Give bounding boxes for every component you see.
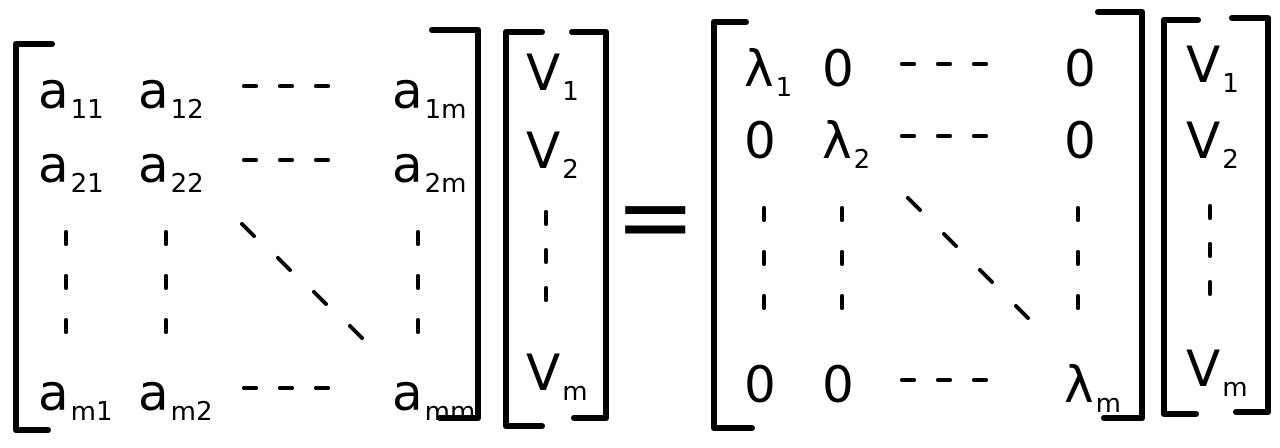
matrix-lambda-left-bracket bbox=[711, 19, 755, 431]
matrix-a-entry-r2-c2-subscript: 22 bbox=[171, 169, 204, 199]
matrix-a-entry-r4-c2: am2 bbox=[138, 364, 213, 427]
matrix-a-entry-r2-c1: a21 bbox=[38, 136, 104, 199]
vector-v-left-open-bracket bbox=[503, 29, 545, 429]
vector-v-left-entry-1-subscript: 1 bbox=[562, 77, 579, 107]
vector-v-right-entry-2-base: V bbox=[1186, 112, 1220, 170]
matrix-a-left-bracket bbox=[13, 41, 55, 433]
matrix-a-entry-r4-c2-base: a bbox=[138, 364, 169, 422]
matrix-lambda-entry-r1-c1: λ1 bbox=[744, 40, 792, 103]
matrix-lambda-entry-r2-c1: 0 bbox=[744, 112, 776, 170]
vector-v-left-entry-2-base: V bbox=[526, 122, 560, 180]
diag-dots-dash bbox=[276, 256, 292, 272]
matrix-a-entry-r4-c4-subscript: mm bbox=[425, 397, 476, 427]
diag-dots-dash bbox=[348, 324, 364, 340]
vector-v-left-entry-4-subscript: m bbox=[562, 377, 587, 407]
vector-v-right-brackets bbox=[1161, 15, 1271, 417]
diag-dots-dash bbox=[978, 268, 994, 284]
vector-v-left-close-bracket bbox=[569, 29, 609, 421]
matrix-a-entry-r1-c4-subscript: 1m bbox=[425, 95, 467, 125]
matrix-lambda-entry-r4-c1: 0 bbox=[744, 356, 776, 414]
matrix-lambda-entry-r2-c2-base: λ bbox=[822, 112, 852, 170]
vector-v-right-entry-1: V1 bbox=[1186, 36, 1239, 99]
vector-v-right-entry-4-base: V bbox=[1186, 340, 1220, 398]
matrix-a-entry-r2-c1-subscript: 21 bbox=[71, 169, 104, 199]
matrix-lambda-entry-r1-c2: 0 bbox=[822, 40, 854, 98]
matrix-lambda-entry-r1-c4-base: 0 bbox=[1064, 40, 1096, 98]
diag-dots-dash bbox=[1014, 304, 1030, 320]
vector-v-left-entry-1: V1 bbox=[526, 44, 579, 107]
matrix-a-entry-r1-c4-base: a bbox=[392, 62, 423, 120]
diag-dots bbox=[906, 196, 1030, 320]
matrix-a-entry-r2-c4: a2m bbox=[392, 136, 467, 199]
vector-v-left-entry-4-base: V bbox=[526, 344, 560, 402]
matrix-a-entry-r1-c4: a1m bbox=[392, 62, 467, 125]
matrix-a-entry-r2-c2: a22 bbox=[138, 136, 204, 199]
matrix-a-entry-r1-c2-base: a bbox=[138, 62, 169, 120]
matrix-lambda-entry-r2-c2: λ2 bbox=[822, 112, 870, 175]
matrix-lambda-entry-r1-c1-subscript: 1 bbox=[776, 73, 793, 103]
diag-dots-dash bbox=[906, 196, 922, 212]
vector-v-right-open-bracket bbox=[1161, 17, 1201, 417]
matrix-a-entry-r4-c2-subscript: m2 bbox=[171, 397, 213, 427]
matrix-lambda-entry-r2-c1-base: 0 bbox=[744, 112, 776, 170]
matrix-lambda-entry-r1-c1-base: λ bbox=[744, 40, 774, 98]
vector-v-right-entry-2-subscript: 2 bbox=[1222, 145, 1239, 175]
vector-v-left-entry-1-base: V bbox=[526, 44, 560, 102]
matrix-a-entry-r1-c2-subscript: 12 bbox=[171, 95, 204, 125]
matrix-a-right-bracket bbox=[429, 27, 481, 421]
matrix-a-entry-r4-c4-base: a bbox=[392, 364, 423, 422]
vector-v-right-entry-1-base: V bbox=[1186, 36, 1220, 94]
vector-v-right-entry-2: V2 bbox=[1186, 112, 1239, 175]
diag-dots-dash bbox=[312, 290, 328, 306]
matrix-lambda-entry-r4-c4: λm bbox=[1064, 356, 1121, 419]
vector-v-right-entry-4-subscript: m bbox=[1222, 373, 1247, 403]
matrix-lambda-entry-r4-c4-subscript: m bbox=[1096, 389, 1121, 419]
matrix-a-entry-r1-c1: a11 bbox=[38, 62, 104, 125]
matrix-a-entry-r1-c2: a12 bbox=[138, 62, 204, 125]
matrix-a-entry-r2-c1-base: a bbox=[38, 136, 69, 194]
matrix-a-entry-r4-c4: amm bbox=[392, 364, 475, 427]
matrix-lambda-entry-r2-c4-base: 0 bbox=[1064, 112, 1096, 170]
vector-v-left-entry-4: Vm bbox=[526, 344, 588, 407]
matrix-a-entry-r4-c1: am1 bbox=[38, 364, 113, 427]
matrix-lambda-entry-r4-c4-base: λ bbox=[1064, 356, 1094, 414]
matrix-lambda-entry-r4-c2: 0 bbox=[822, 356, 854, 414]
matrix-lambda-entry-r4-c2-base: 0 bbox=[822, 356, 854, 414]
matrix-a-entry-r2-c4-base: a bbox=[392, 136, 423, 194]
matrix-a-entry-r2-c2-base: a bbox=[138, 136, 169, 194]
diag-dots-dash bbox=[240, 222, 256, 238]
matrix-a-entry-r4-c1-base: a bbox=[38, 364, 69, 422]
matrix-lambda-entry-r1-c4: 0 bbox=[1064, 40, 1096, 98]
vector-v-left-entry-2-subscript: 2 bbox=[562, 155, 579, 185]
matrix-a-entry-r4-c1-subscript: m1 bbox=[71, 397, 113, 427]
vector-v-left-brackets bbox=[503, 29, 609, 429]
diag-dots-dash bbox=[942, 232, 958, 248]
matrix-a-entry-r1-c1-base: a bbox=[38, 62, 69, 120]
vector-v-left-entry-2: V2 bbox=[526, 122, 579, 185]
equals-sign: = bbox=[615, 161, 695, 273]
diag-dots bbox=[240, 222, 364, 340]
matrix-lambda-entry-r2-c2-subscript: 2 bbox=[854, 145, 871, 175]
matrix-lambda-entry-r2-c4: 0 bbox=[1064, 112, 1096, 170]
matrix-a-entry-r1-c1-subscript: 11 bbox=[71, 95, 104, 125]
matrix-lambda-right-bracket bbox=[1095, 9, 1145, 421]
matrix-a-entry-r2-c4-subscript: 2m bbox=[425, 169, 467, 199]
matrix-lambda-entry-r1-c2-base: 0 bbox=[822, 40, 854, 98]
vector-v-right-close-bracket bbox=[1229, 15, 1271, 415]
vector-v-right-entry-1-subscript: 1 bbox=[1222, 69, 1239, 99]
matrix-lambda-entry-r4-c1-base: 0 bbox=[744, 356, 776, 414]
matrix-a-brackets bbox=[13, 27, 481, 433]
vector-v-right-entry-4: Vm bbox=[1186, 340, 1248, 403]
matrix-lambda-brackets bbox=[711, 9, 1145, 431]
